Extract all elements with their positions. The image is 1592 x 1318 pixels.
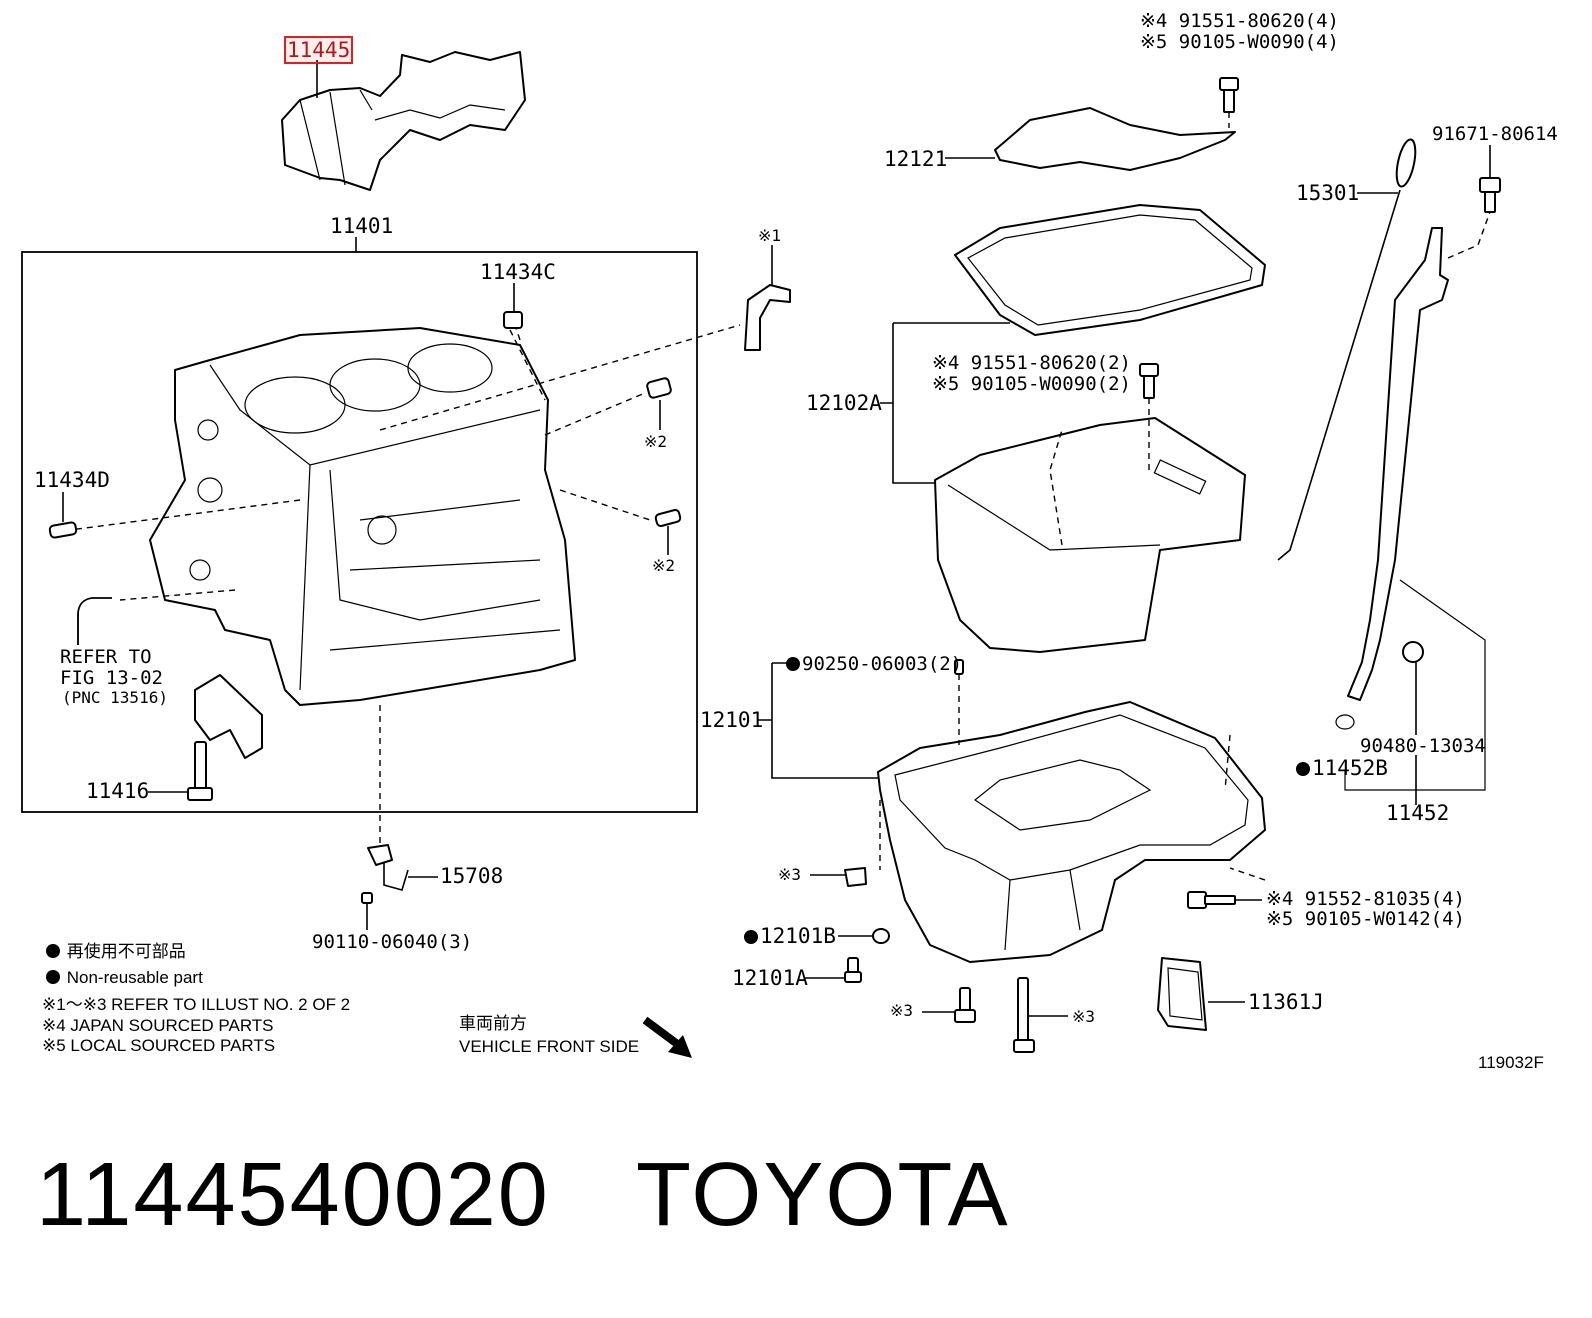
nonreusable-dot (1296, 762, 1310, 776)
baffle-12121 (945, 77, 1239, 171)
oil-pan-12101 (757, 659, 1266, 963)
ref-note-2a: ※2 (644, 432, 668, 451)
cover-11361j (1157, 957, 1245, 1031)
ref-note-1: ※1 (758, 226, 782, 245)
block-leaders (69, 324, 741, 850)
part-label-15708[interactable]: 15708 (440, 864, 504, 888)
footer-part-number: 1144540020 (36, 1145, 550, 1245)
legend-local-note: ※5 LOCAL SOURCED PARTS (42, 1036, 276, 1055)
ref-note-2b: ※2 (652, 556, 676, 575)
part-label-11434d[interactable]: 11434D (34, 468, 110, 492)
ref-note-3b: ※3 (890, 1001, 914, 1020)
dowel-11434c (503, 283, 523, 329)
part-label-15301[interactable]: 15301 (1296, 181, 1360, 205)
refer-to-line-1: REFER TO (60, 646, 152, 668)
part-label-12101[interactable]: 12101 (700, 708, 764, 732)
drain-bolts (805, 867, 1266, 1053)
part-label-90250-06003-text: 90250-06003(2) (802, 653, 963, 675)
part-label-12101b[interactable]: 12101B (744, 926, 836, 947)
part-label-12121[interactable]: 12121 (884, 147, 948, 171)
part-label-11452[interactable]: 11452 (1386, 801, 1450, 825)
part-label-91671-80614[interactable]: 91671-80614 (1432, 123, 1558, 145)
bolt-mid-japan[interactable]: ※4 91551-80620(2) (932, 352, 1131, 374)
insulator-11445-drawing (281, 51, 526, 191)
legend-refer-note: ※1～※3 REFER TO ILLUST NO. 2 OF 2 (42, 995, 351, 1014)
refer-to-line-2: FIG 13-02 (60, 667, 163, 689)
dipstick-15301 (1277, 138, 1417, 561)
nonreusable-dot (786, 657, 800, 671)
bolt-mid-local[interactable]: ※5 90105-W0090(2) (932, 373, 1131, 395)
pins-ref2 (646, 377, 682, 555)
legend-dot (46, 944, 60, 958)
legend-nonreusable-jp: 再使用不可部品 (46, 943, 186, 960)
bolt-low-japan[interactable]: ※4 91552-81035(4) (1266, 888, 1465, 910)
bolt-top-local[interactable]: ※5 90105-W0090(4) (1140, 31, 1339, 53)
tube-15708 (361, 844, 438, 930)
part-label-12101b-text: 12101B (760, 924, 836, 948)
ref-note-3a: ※3 (778, 865, 802, 884)
part-label-11416[interactable]: 11416 (86, 779, 150, 803)
part-label-11361j[interactable]: 11361J (1248, 990, 1324, 1014)
part-label-11434c[interactable]: 11434C (480, 260, 556, 284)
dowel-11434d (48, 492, 78, 539)
part-label-11401[interactable]: 11401 (330, 214, 394, 238)
legend-nonreusable-en: Non-reusable part (46, 969, 203, 986)
part-label-90480-13034[interactable]: 90480-13034 (1360, 735, 1486, 757)
bolt-low-local[interactable]: ※5 90105-W0142(4) (1266, 908, 1465, 930)
legend-dot (46, 970, 60, 984)
part-label-90110-06040[interactable]: 90110-06040(3) (312, 931, 473, 953)
footer-brand: TOYOTA (636, 1145, 1010, 1245)
part-label-11452b-text: 11452B (1312, 756, 1388, 780)
bolt-top-japan[interactable]: ※4 91551-80620(4) (1140, 10, 1339, 32)
cylinder-block-box (21, 237, 698, 813)
vehicle-front-arrow (642, 1016, 692, 1058)
gasket-and-upper-pan (880, 204, 1266, 653)
legend-japan-note: ※4 JAPAN SOURCED PARTS (42, 1016, 274, 1035)
part-label-11445[interactable]: 11445 (283, 36, 354, 64)
ref-note-3c: ※3 (1072, 1007, 1096, 1026)
pipe-ref-13-02 (77, 597, 112, 645)
part-label-12101a[interactable]: 12101A (732, 966, 808, 990)
part-label-12102a[interactable]: 12102A (806, 391, 882, 415)
legend-nonreusable-en-text: Non-reusable part (66, 968, 203, 987)
bearing-cap-ref1 (744, 245, 791, 351)
refer-to-line-3: (PNC 13516) (62, 688, 168, 707)
front-label-jp: 車両前方 (459, 1014, 527, 1033)
part-label-90250-06003[interactable]: 90250-06003(2) (786, 655, 962, 674)
nonreusable-dot (744, 930, 758, 944)
illustration-code: 119032F (1478, 1053, 1544, 1072)
dipstick-guide (1335, 145, 1501, 805)
front-label-en: VEHICLE FRONT SIDE (459, 1037, 640, 1056)
bolt-11416 (148, 741, 213, 801)
legend-nonreusable-jp-text: 再使用不可部品 (66, 942, 186, 961)
cylinder-block-drawing (149, 327, 576, 706)
bearing-cap-drawing (194, 674, 263, 759)
part-label-11452b[interactable]: 11452B (1296, 758, 1388, 779)
